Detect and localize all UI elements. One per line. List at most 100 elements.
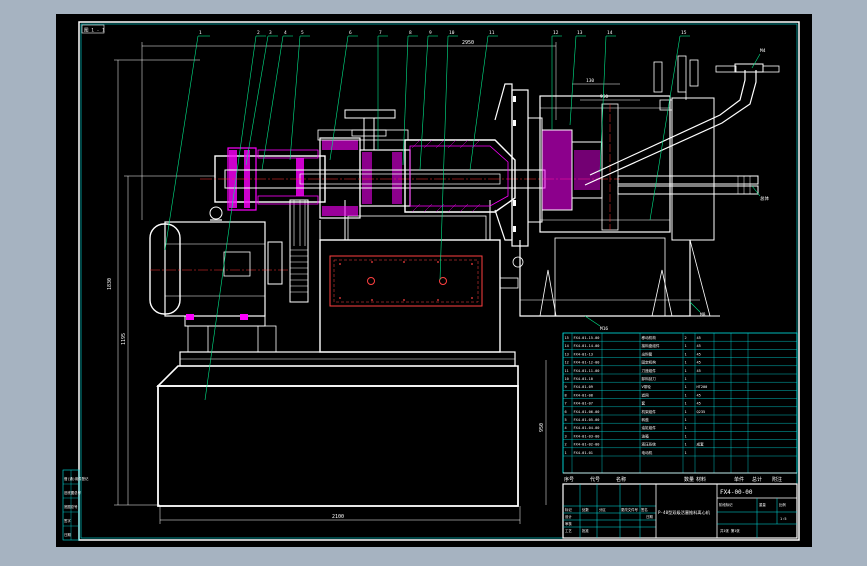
oil-tank-base <box>156 351 519 507</box>
balloon-7: 7 <box>379 30 382 36</box>
bom-cell: 1 <box>685 434 687 438</box>
bom-cell: 1 <box>685 410 687 414</box>
bom-header-cell: 材料 <box>696 476 706 483</box>
bom-cell: 15 <box>565 336 569 340</box>
balloon-8: 8 <box>409 30 412 36</box>
bom-cell: 1 <box>685 361 687 365</box>
bom-cell: 6 <box>565 410 567 414</box>
bom-header-cell: 单件 <box>734 476 744 483</box>
design-label-3: 批准 <box>582 528 589 533</box>
dim-left-total: 1830 <box>107 278 113 290</box>
bom-cell: 5 <box>565 418 567 422</box>
bom-cell: 液压系统 <box>642 442 657 447</box>
drawing-frame <box>78 21 800 541</box>
bom-header-cell: 名称 <box>616 476 626 483</box>
bom-cell: 套 <box>642 401 646 406</box>
drawing-title: P-40型双级活塞推料离心机 <box>658 509 711 516</box>
bom-cell: 油箱 <box>642 433 650 438</box>
bom-cell: 14 <box>565 344 569 348</box>
balloon-4: 4 <box>284 30 287 36</box>
bom-cell: 1 <box>565 451 567 455</box>
machine-frame <box>319 200 501 353</box>
balloon-15: 15 <box>681 30 687 36</box>
bom-cell: 成套 <box>697 442 705 447</box>
title-cell-3: 更改文件号 <box>621 507 639 512</box>
bom-cell: 45 <box>697 369 701 373</box>
note-top-right: M4 <box>760 48 766 54</box>
note-bottom-b: M8 <box>700 312 706 318</box>
bom-cell: FX4-01-01 <box>574 451 593 455</box>
inner-frame <box>80 23 798 539</box>
bom-cell: 接料盘组件 <box>642 343 660 348</box>
balloon-9: 9 <box>429 30 432 36</box>
bom-cell: 1 <box>685 352 687 356</box>
bom-cell: 45 <box>697 344 701 348</box>
dim-mid-a: 130 <box>586 78 594 84</box>
bom-cell: 45 <box>697 361 701 365</box>
strip-label-4: 日期 <box>64 532 71 537</box>
balloon-12: 12 <box>553 30 559 36</box>
dim-bottom-total: 2100 <box>332 514 344 520</box>
bom-cell: 45 <box>697 402 701 406</box>
balloon-3: 3 <box>269 30 272 36</box>
design-label-2: 工艺 <box>565 528 572 533</box>
bom-cell: 11 <box>565 369 569 373</box>
dimension-lines <box>114 42 640 524</box>
bom-cell: FX4-01-05-00 <box>574 418 600 422</box>
bom-cell: 45 <box>697 336 701 340</box>
bom-cell: 1 <box>685 344 687 348</box>
bom-cell: 1 <box>685 369 687 373</box>
bom-cell: FX4-01-09 <box>574 385 593 389</box>
balloon-6: 6 <box>349 30 352 36</box>
bom-cell: 4 <box>565 426 567 430</box>
leader-lines <box>164 35 761 401</box>
design-label-0: 设计 <box>565 514 572 519</box>
balloon-13: 13 <box>577 30 583 36</box>
bom-cell: 电动机 <box>642 450 653 455</box>
right-cell-2: 比例 <box>779 502 786 507</box>
title-block: FX4-00-00 P-40型双级活塞推料离心机 标记 处数 分区 更改文件号 … <box>562 483 798 539</box>
bom-cell: 7 <box>565 402 567 406</box>
pusher-rod <box>617 175 759 195</box>
title-cell-0: 标记 <box>565 507 572 512</box>
bom-cell: 移动机构 <box>642 335 657 340</box>
balloon-5: 5 <box>301 30 304 36</box>
left-record-strip: 借(通)用件登记 旧底图总号 底图总号 签字 日期 <box>62 469 89 541</box>
bom-cell: 12 <box>565 361 569 365</box>
strip-label-0: 借(通)用件登记 <box>64 476 89 481</box>
title-cell-4: 签名 <box>641 507 648 512</box>
sheet-count: 共1张 第1张 <box>720 528 740 533</box>
title-cell-1: 处数 <box>582 507 589 512</box>
sheet-tag: 图 1 - 1 <box>84 28 105 34</box>
bom-cell: 8 <box>565 393 567 397</box>
bom-cell: FX4-01-14-00 <box>574 344 600 348</box>
bom-cell: 1 <box>685 418 687 422</box>
bom-cell: 固定机构 <box>642 360 657 365</box>
bom-cell: 油缸组件 <box>642 425 657 430</box>
bom-cell: 1 <box>685 426 687 430</box>
bom-cell: 1 <box>685 377 687 381</box>
bom-header-cell: 总计 <box>752 476 762 483</box>
bom-cell: Q235 <box>697 410 706 414</box>
dim-mid-b: 950 <box>600 94 608 100</box>
bom-header-cell: 序号 <box>564 476 574 483</box>
bom-cell: FX4-01-15-00 <box>574 336 600 340</box>
bom-cell: V带轮 <box>642 384 652 389</box>
bom-cell: 45 <box>697 393 701 397</box>
lower-housing <box>519 237 720 317</box>
balloon-2: 2 <box>257 30 260 36</box>
bom-header-cell: 附注 <box>772 476 782 483</box>
bom-cell: 2 <box>565 443 567 447</box>
dim-right-side: 950 <box>539 423 545 432</box>
title-cell-5: 日期 <box>646 514 653 519</box>
strip-label-1: 旧底图总号 <box>64 490 82 495</box>
bom-cell: FX4-01-03-00 <box>574 434 600 438</box>
discharge-pipe <box>584 63 780 186</box>
bom-cell: FX4-01-10 <box>574 377 593 381</box>
right-cell-0: 阶段标记 <box>719 502 733 507</box>
electric-motor <box>149 206 290 353</box>
design-label-1: 审核 <box>565 521 572 526</box>
